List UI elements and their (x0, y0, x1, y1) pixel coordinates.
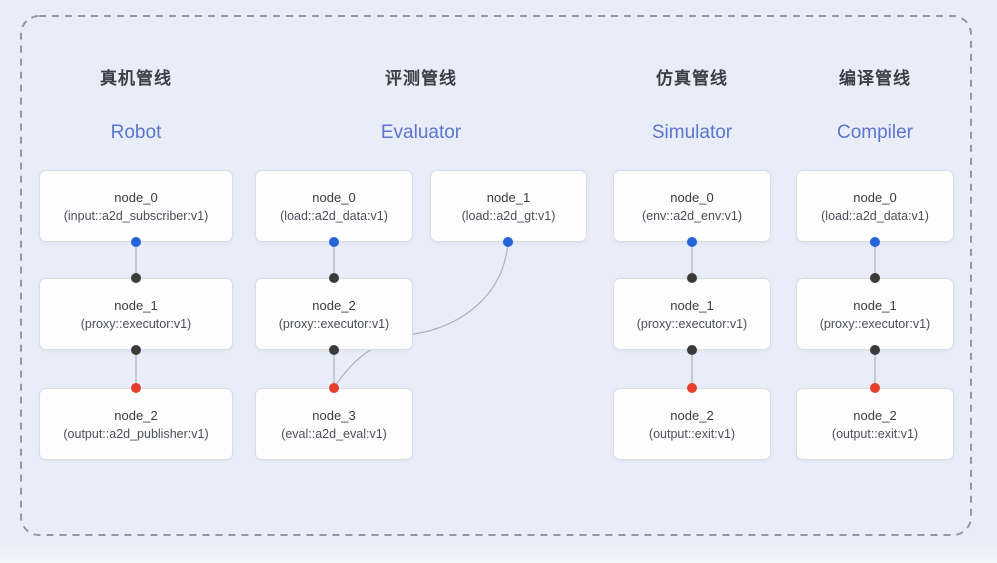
proxy-port-dot (131, 345, 141, 355)
dashed-border (20, 15, 972, 536)
node-spec: (load::a2d_gt:v1) (461, 208, 556, 223)
node-name: node_1 (853, 297, 897, 313)
source-port-dot (503, 237, 513, 247)
node-name: node_0 (670, 189, 714, 205)
simulator-node-2: node_2 (output::exit:v1) (613, 388, 771, 460)
node-name: node_3 (312, 407, 356, 423)
edge-curve (334, 242, 509, 387)
node-name: node_2 (312, 297, 356, 313)
evaluator-node-2: node_2 (proxy::executor:v1) (255, 278, 413, 350)
pipeline-title-en: Simulator (651, 122, 733, 143)
sink-port-dot (687, 383, 697, 393)
proxy-port-dot (131, 273, 141, 283)
node-spec: (eval::a2d_eval:v1) (281, 426, 387, 441)
compiler-node-2: node_2 (output::exit:v1) (796, 388, 954, 460)
node-name: node_1 (114, 297, 158, 313)
pipeline-title-zh: 真机管线 (100, 69, 172, 88)
node-name: node_2 (114, 407, 158, 423)
simulator-node-0: node_0 (env::a2d_env:v1) (613, 170, 771, 242)
node-spec: (output::exit:v1) (648, 426, 736, 441)
node-name: node_1 (486, 189, 531, 205)
robot-node-0: node_0 (input::a2d_subscriber:v1) (39, 170, 233, 242)
proxy-port-dot (870, 273, 880, 283)
source-port-dot (870, 237, 880, 247)
node-name: node_2 (853, 407, 897, 423)
pipeline-title-zh: 编译管线 (839, 69, 911, 88)
pipeline-title-zh: 评测管线 (385, 69, 457, 88)
pipeline-title-en: Evaluator (380, 122, 462, 143)
pipeline-title-zh: 仿真管线 (656, 69, 728, 88)
robot-node-1: node_1 (proxy::executor:v1) (39, 278, 233, 350)
node-spec: (load::a2d_data:v1) (821, 208, 929, 223)
sink-port-dot (131, 383, 141, 393)
source-port-dot (131, 237, 141, 247)
node-name: node_0 (312, 189, 356, 205)
evaluator-node-0: node_0 (load::a2d_data:v1) (255, 170, 413, 242)
proxy-port-dot (687, 273, 697, 283)
robot-node-2: node_2 (output::a2d_publisher:v1) (39, 388, 233, 460)
simulator-node-1: node_1 (proxy::executor:v1) (613, 278, 771, 350)
proxy-port-dot (870, 345, 880, 355)
sink-port-dot (329, 383, 339, 393)
node-spec: (env::a2d_env:v1) (641, 208, 743, 223)
evaluator-node-3: node_3 (eval::a2d_eval:v1) (255, 388, 413, 460)
source-port-dot (687, 237, 697, 247)
pipeline-title-en: Compiler (836, 122, 914, 143)
node-spec: (input::a2d_subscriber:v1) (63, 208, 209, 223)
node-name: node_0 (853, 189, 897, 205)
node-name: node_0 (114, 189, 158, 205)
node-spec: (proxy::executor:v1) (819, 316, 931, 331)
node-spec: (load::a2d_data:v1) (280, 208, 388, 223)
compiler-node-0: node_0 (load::a2d_data:v1) (796, 170, 954, 242)
node-spec: (proxy::executor:v1) (636, 316, 748, 331)
compiler-node-1: node_1 (proxy::executor:v1) (796, 278, 954, 350)
node-name: node_1 (670, 297, 714, 313)
proxy-port-dot (687, 345, 697, 355)
pipeline-title-en: Robot (110, 122, 162, 143)
evaluator-node-1: node_1 (load::a2d_gt:v1) (430, 170, 587, 242)
node-spec: (proxy::executor:v1) (80, 316, 192, 331)
node-spec: (output::a2d_publisher:v1) (63, 426, 209, 441)
proxy-port-dot (329, 273, 339, 283)
node-spec: (output::exit:v1) (831, 426, 919, 441)
proxy-port-dot (329, 345, 339, 355)
sink-port-dot (870, 383, 880, 393)
node-spec: (proxy::executor:v1) (278, 316, 390, 331)
source-port-dot (329, 237, 339, 247)
node-name: node_2 (670, 407, 714, 423)
